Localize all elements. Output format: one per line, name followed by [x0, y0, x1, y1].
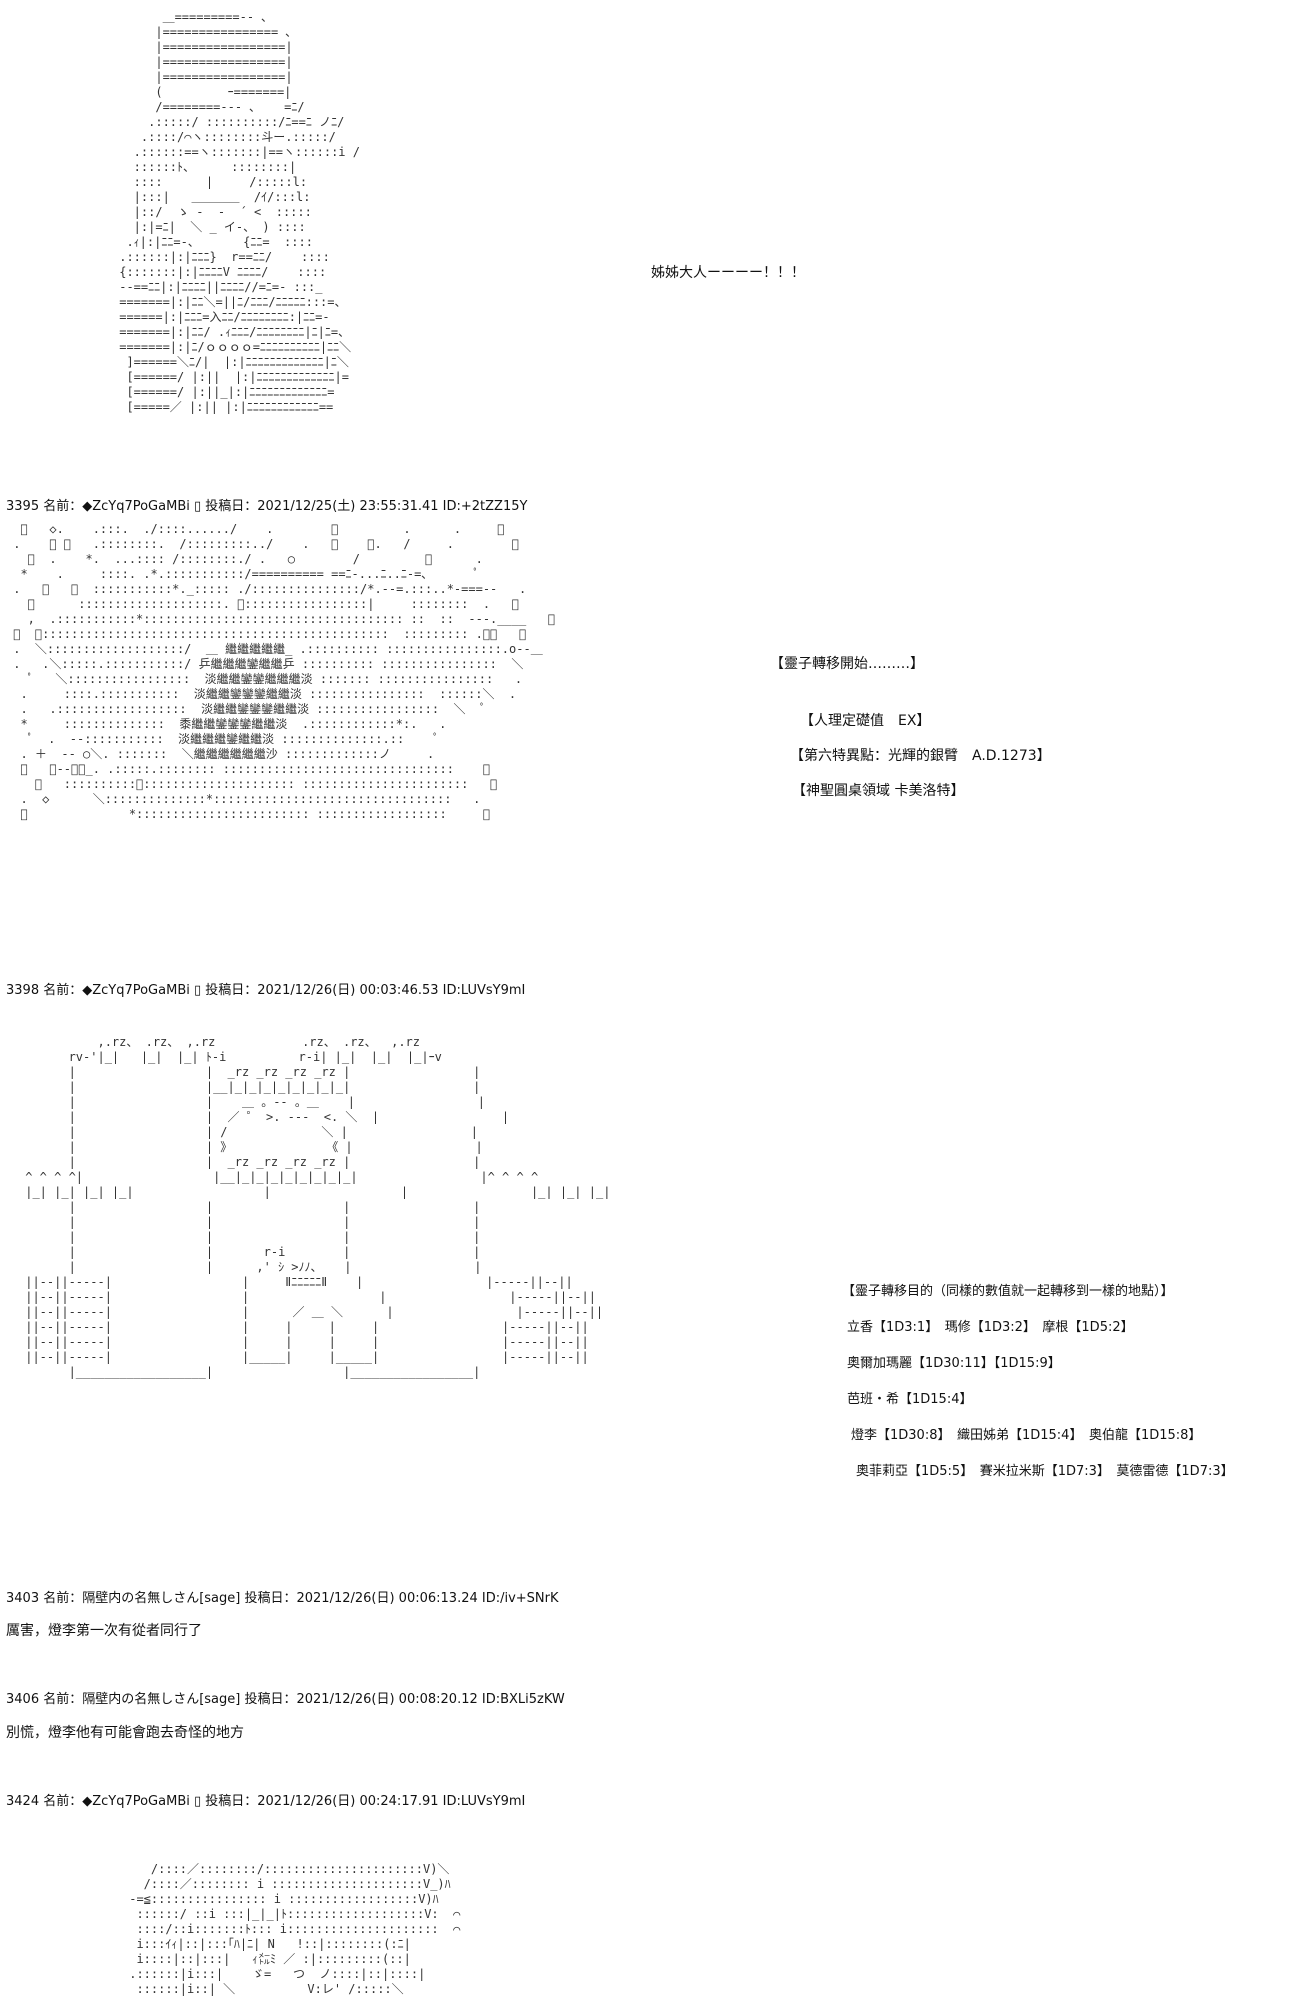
post-header: 3398 名前：◆ZcYq7PoGaMBi ▯ 投稿日：2021/12/26(日…	[6, 983, 526, 998]
shout-text: 姊姊大人ーーーー！！！	[651, 265, 805, 281]
post-body: 別慌，燈李他有可能會跑去奇怪的地方	[6, 1725, 244, 1741]
ascii-art-castle: ,.rz、 .rz、 ,.rz .rz、 .rz、 ,.rz rv-'|_| |…	[25, 1035, 611, 1379]
ascii-art-planet: ﾟ ◇. .:::. ./::::....../ . ﾟ . . ﾟ . ﾟ ｡…	[6, 522, 556, 821]
post-header: 3403 名前：隔壁内の名無しさん[sage] 投稿日：2021/12/26(日…	[6, 1591, 559, 1606]
transfer-line: 【人理定礎值 EX】	[800, 713, 931, 729]
transfer-line: 【第六特異點：光輝的銀臂 A.D.1273】	[790, 748, 1051, 764]
post-body: 厲害，燈李第一次有從者同行了	[6, 1623, 202, 1639]
target-row: 奧爾加瑪麗【1D30:11】【1D15:9】	[847, 1356, 1061, 1371]
ascii-art-character: ＿=========-‐ ､ |================ ､ |====…	[119, 10, 360, 414]
transfer-start: 【靈子轉移開始………】	[770, 656, 924, 672]
target-row: 立香【1D3:1】 瑪修【1D3:2】 摩根【1D5:2】	[847, 1320, 1134, 1335]
target-row: 芭班・希【1D15:4】	[847, 1392, 973, 1407]
target-row: 奧菲莉亞【1D5:5】 賽米拉米斯【1D7:3】 莫德雷德【1D7:3】	[856, 1464, 1234, 1479]
post-header: 3395 名前：◆ZcYq7PoGaMBi ▯ 投稿日：2021/12/25(土…	[6, 499, 528, 514]
ascii-art-character: /::::／::::::::/::::::::::::::::::::::V)＼…	[129, 1862, 461, 1996]
transfer-line: 【神聖圓桌領域 卡美洛特】	[792, 783, 965, 799]
post-header: 3424 名前：◆ZcYq7PoGaMBi ▯ 投稿日：2021/12/26(日…	[6, 1794, 526, 1809]
post-header: 3406 名前：隔壁内の名無しさん[sage] 投稿日：2021/12/26(日…	[6, 1692, 565, 1707]
target-row: 燈李【1D30:8】 織田姊弟【1D15:4】 奧伯龍【1D15:8】	[851, 1428, 1202, 1443]
targets-title: 【靈子轉移目的（同樣的數值就一起轉移到一樣的地點）】	[842, 1284, 1174, 1299]
